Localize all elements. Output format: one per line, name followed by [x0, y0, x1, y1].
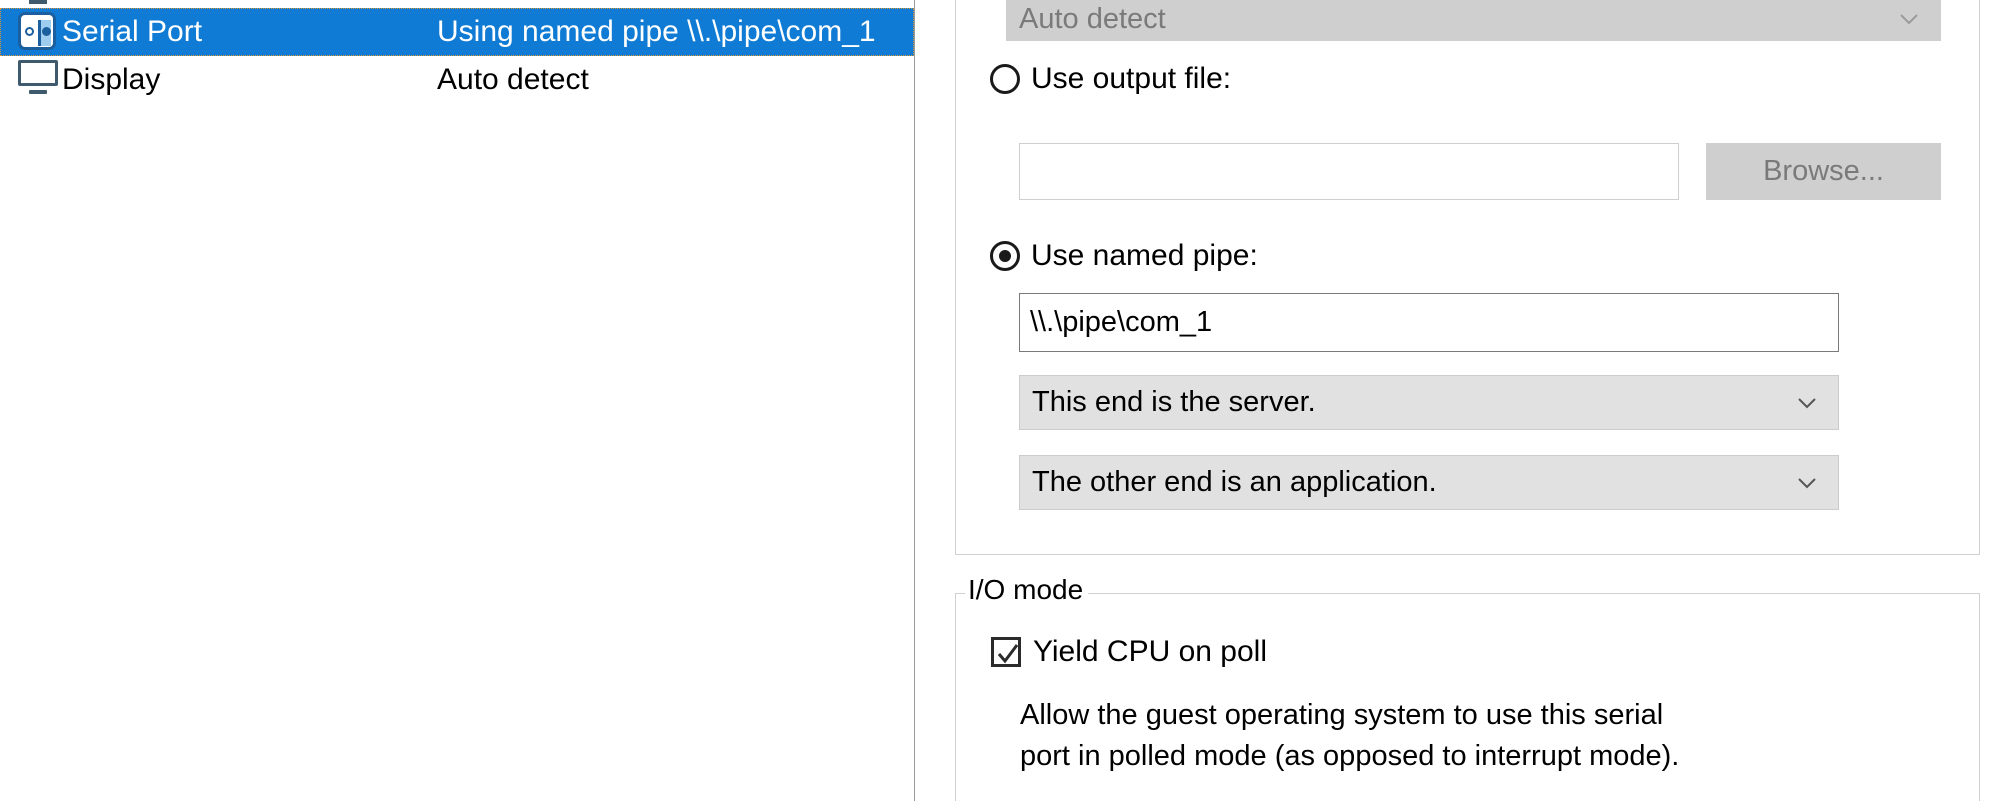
- radio-use-named-pipe-label: Use named pipe:: [1031, 239, 1258, 272]
- device-list-panel[interactable]: Serial Port Using named pipe \\.\pipe\co…: [0, 0, 915, 801]
- list-item-summary: Using named pipe \\.\pipe\com_1: [437, 15, 876, 48]
- pipe-name-input[interactable]: \\.\pipe\com_1: [1019, 293, 1839, 352]
- radio-indicator: [990, 64, 1020, 94]
- this-end-select[interactable]: This end is the server.: [1019, 375, 1839, 430]
- this-end-select-value: This end is the server.: [1032, 386, 1316, 418]
- device-select[interactable]: Auto detect: [1006, 0, 1941, 41]
- io-mode-description: Allow the guest operating system to use …: [1020, 699, 1680, 772]
- checkbox-yield-cpu-label: Yield CPU on poll: [1033, 635, 1268, 668]
- io-mode-groupbox: I/O mode: [955, 574, 1980, 801]
- device-select-value: Auto detect: [1019, 2, 1166, 35]
- io-mode-title: I/O mode: [965, 574, 1089, 606]
- radio-indicator: [990, 241, 1020, 271]
- list-item-serial-port[interactable]: Serial Port Using named pipe \\.\pipe\co…: [0, 8, 914, 56]
- display-icon: [18, 0, 58, 4]
- list-item-partial[interactable]: [0, 0, 914, 8]
- radio-use-named-pipe[interactable]: Use named pipe:: [990, 239, 1258, 273]
- list-item-label: Serial Port: [62, 15, 203, 48]
- serial-port-icon: [18, 12, 58, 52]
- output-file-input[interactable]: [1019, 143, 1679, 200]
- checkbox-yield-cpu-on-poll[interactable]: Yield CPU on poll: [991, 635, 1267, 669]
- list-item-label: Display: [62, 63, 161, 96]
- pipe-name-value: \\.\pipe\com_1: [1030, 306, 1213, 338]
- check-icon: [997, 644, 1019, 664]
- list-item-display[interactable]: Display Auto detect: [0, 56, 914, 104]
- checkbox-indicator: [991, 637, 1021, 667]
- chevron-down-icon: [1796, 472, 1818, 494]
- radio-use-output-file-label: Use output file:: [1031, 62, 1232, 95]
- list-item-summary: Auto detect: [437, 63, 589, 96]
- chevron-down-icon: [1796, 392, 1818, 414]
- chevron-down-icon: [1898, 8, 1920, 30]
- display-icon: [18, 60, 58, 100]
- radio-use-output-file[interactable]: Use output file:: [990, 62, 1231, 96]
- serial-port-settings-panel: Auto detect Use output file: Browse... U…: [916, 0, 2001, 801]
- browse-button[interactable]: Browse...: [1706, 143, 1941, 200]
- other-end-select-value: The other end is an application.: [1032, 466, 1437, 498]
- other-end-select[interactable]: The other end is an application.: [1019, 455, 1839, 510]
